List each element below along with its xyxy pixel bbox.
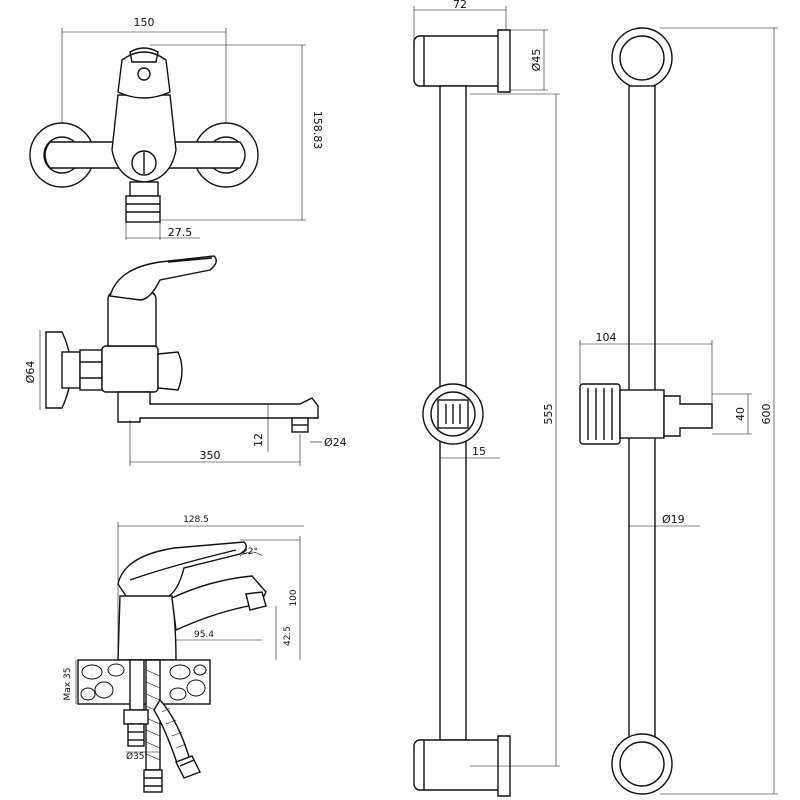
- dim-slider-104: 104: [596, 331, 617, 344]
- dim-length-128-5: 128.5: [183, 515, 209, 525]
- dim-rail-dia-19: Ø19: [662, 513, 685, 526]
- dim-bracket-72: 72: [453, 0, 467, 11]
- bath-mixer-side-view: Ø64 350 12 Ø24: [24, 255, 347, 466]
- dim-bracket-dia-45: Ø45: [530, 49, 543, 72]
- dim-counter-max-35: Max 35: [63, 668, 73, 701]
- dim-spout-350: 350: [200, 449, 221, 462]
- dim-width-150: 150: [134, 16, 155, 29]
- dim-center-555: 555: [542, 404, 555, 425]
- dim-drop-12: 12: [252, 433, 265, 447]
- wall-mixer-front-view: 150 158.83 27.5: [29, 16, 324, 240]
- shower-rail-side-view: 72 Ø45 15 555: [413, 0, 560, 797]
- dim-slider-height-40: 40: [734, 407, 747, 421]
- shower-rail-front-view: 104 40 600 Ø19: [579, 27, 778, 795]
- dim-height-158-83: 158.83: [311, 111, 324, 150]
- dim-flange-64: Ø64: [24, 361, 37, 384]
- basin-mixer-view: 128.5 100 22° 95.4 42.5 Max 35: [63, 515, 304, 793]
- dim-slider-15: 15: [472, 445, 486, 458]
- dim-outlet-27-5: 27.5: [168, 226, 193, 239]
- dim-height-100: 100: [289, 589, 299, 606]
- dim-outlet-24: Ø24: [324, 436, 347, 449]
- dim-spout-height-42-5: 42.5: [283, 626, 293, 646]
- dim-pipe-35: Ø35: [126, 751, 145, 762]
- dim-angle-22: 22°: [242, 547, 258, 557]
- dim-total-600: 600: [760, 404, 773, 425]
- dim-reach-95-4: 95.4: [194, 630, 214, 640]
